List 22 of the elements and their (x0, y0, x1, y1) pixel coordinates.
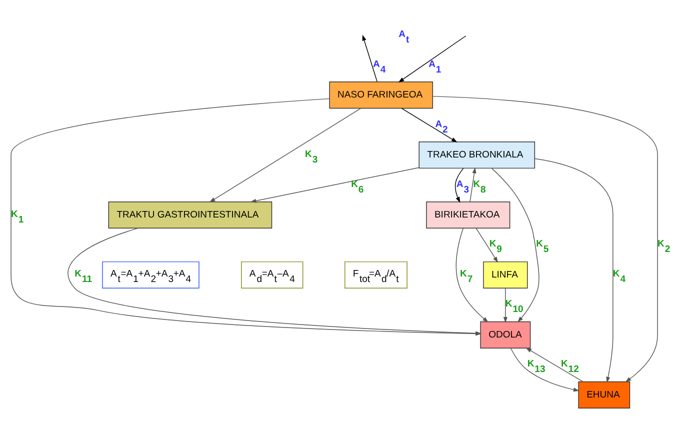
arrow (503, 288, 508, 323)
arrow (470, 167, 476, 202)
node-box: LINFA (483, 261, 528, 288)
arrow (510, 348, 580, 392)
arrow (250, 167, 420, 203)
arrow (362, 34, 378, 82)
node-box: BIRIKIETAKOA (426, 201, 510, 229)
node-box: TRAKTU GASTROINTESTINALA (108, 201, 272, 229)
arrow (209, 108, 362, 202)
arrow (398, 36, 466, 82)
arrow (456, 228, 488, 322)
arrow (432, 96, 658, 382)
arrow (534, 158, 614, 383)
arrow (401, 108, 458, 142)
node-box: TRAKEO BRONKIALA (418, 142, 536, 169)
arrow (491, 168, 540, 322)
node-box: NASO FARINGEOA (329, 82, 434, 109)
arrow (454, 168, 464, 203)
node-box: EHUNA (578, 381, 630, 408)
arrow (476, 228, 498, 263)
arrow (526, 348, 584, 382)
node-box: ODOLA (480, 321, 531, 348)
